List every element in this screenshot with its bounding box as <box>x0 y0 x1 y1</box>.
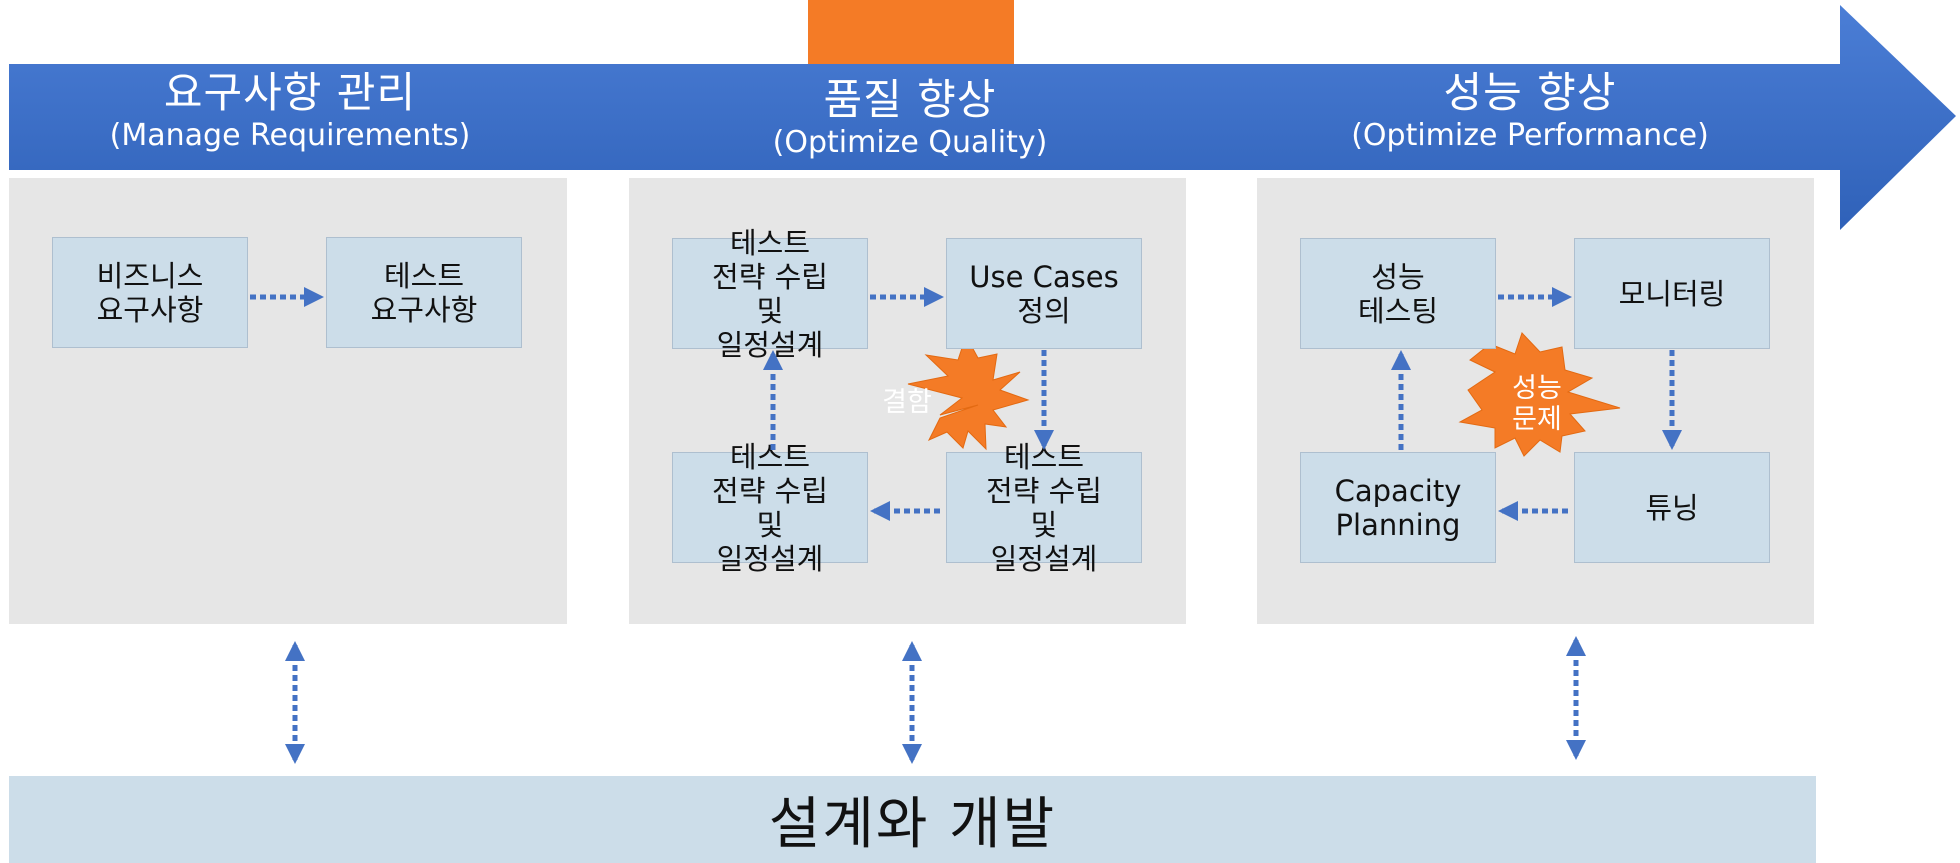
stage-subtitle: (Manage Requirements) <box>109 118 471 153</box>
stage-header-quality: 품질 향상 (Optimize Quality) <box>680 75 1140 161</box>
performance-testing-box: 성능 테스팅 <box>1300 238 1496 349</box>
business-requirements-box: 비즈니스 요구사항 <box>52 237 248 348</box>
stage-header-performance: 성능 향상 (Optimize Performance) <box>1300 68 1760 154</box>
stage-subtitle: (Optimize Quality) <box>772 125 1048 160</box>
defect-burst-icon <box>907 334 1030 451</box>
test-strategy-box-top-left: 테스트 전략 수립 및 일정설계 <box>672 226 868 362</box>
banner-arrow <box>9 5 1956 230</box>
test-requirements-box: 테스트 요구사항 <box>326 237 522 348</box>
use-cases-box: Use Cases 정의 <box>946 238 1142 349</box>
stage-header-requirements: 요구사항 관리 (Manage Requirements) <box>60 68 520 154</box>
performance-problem-label: 성능 문제 <box>1512 373 1562 435</box>
test-strategy-box-bottom-left: 테스트 전략 수립 및 일정설계 <box>672 440 868 576</box>
defect-label: 결함 <box>882 386 932 418</box>
test-strategy-box-bottom-right: 테스트 전략 수립 및 일정설계 <box>946 440 1142 576</box>
stage-title: 품질 향상 <box>823 75 997 124</box>
design-development-label: 설계와 개발 <box>768 792 1057 857</box>
orange-tab <box>808 0 1014 70</box>
design-development-bar: 설계와 개발 <box>9 776 1816 863</box>
stage-title: 요구사항 관리 <box>163 68 417 117</box>
stage-title: 성능 향상 <box>1443 68 1617 117</box>
capacity-planning-box: Capacity Planning <box>1300 452 1496 563</box>
tuning-box: 튜닝 <box>1574 452 1770 563</box>
performance-problem-burst-icon <box>1458 332 1621 457</box>
stage-subtitle: (Optimize Performance) <box>1351 118 1709 153</box>
monitoring-box: 모니터링 <box>1574 238 1770 349</box>
